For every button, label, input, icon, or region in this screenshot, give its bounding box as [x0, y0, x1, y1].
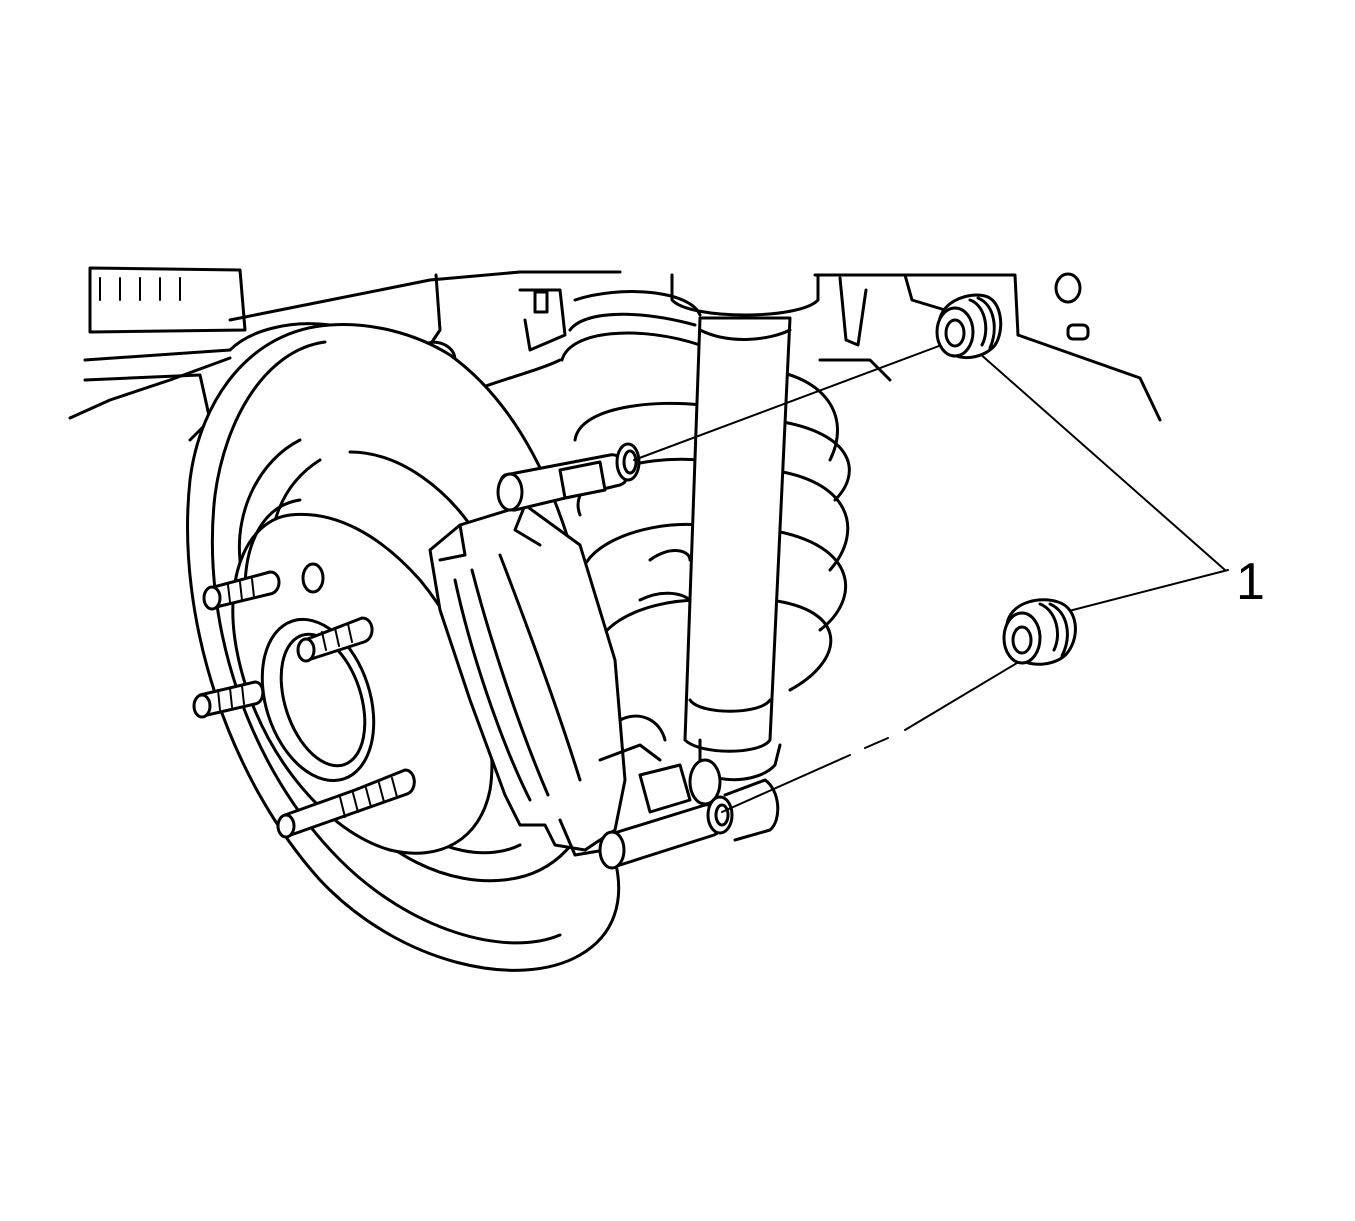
guide-pin-boot-lower [1002, 598, 1077, 666]
callout-leaders [633, 339, 1229, 813]
wheel-stud [296, 616, 374, 663]
callout-label-1: 1 [1236, 553, 1265, 611]
wheel-studs [192, 570, 416, 839]
wheel-stud [202, 570, 281, 611]
brake-caliper [428, 503, 667, 857]
wheel-stud [192, 680, 265, 719]
leader-line-1-lower [1064, 569, 1229, 613]
guide-pin-boot-upper [935, 293, 1003, 360]
shock-absorber [670, 273, 820, 782]
alignment-line-lower [721, 754, 851, 813]
guide-pin-bolt-lower [598, 758, 780, 870]
alignment-line-upper [633, 339, 956, 461]
wheel-stud [276, 768, 416, 839]
chassis-structure [68, 266, 1162, 442]
leader-line-1-upper [969, 344, 1226, 571]
coil-spring [560, 290, 851, 692]
wheel-hub [231, 498, 494, 855]
guide-pin-bolt-upper [496, 442, 641, 512]
guide-pin-bolts [496, 442, 780, 870]
